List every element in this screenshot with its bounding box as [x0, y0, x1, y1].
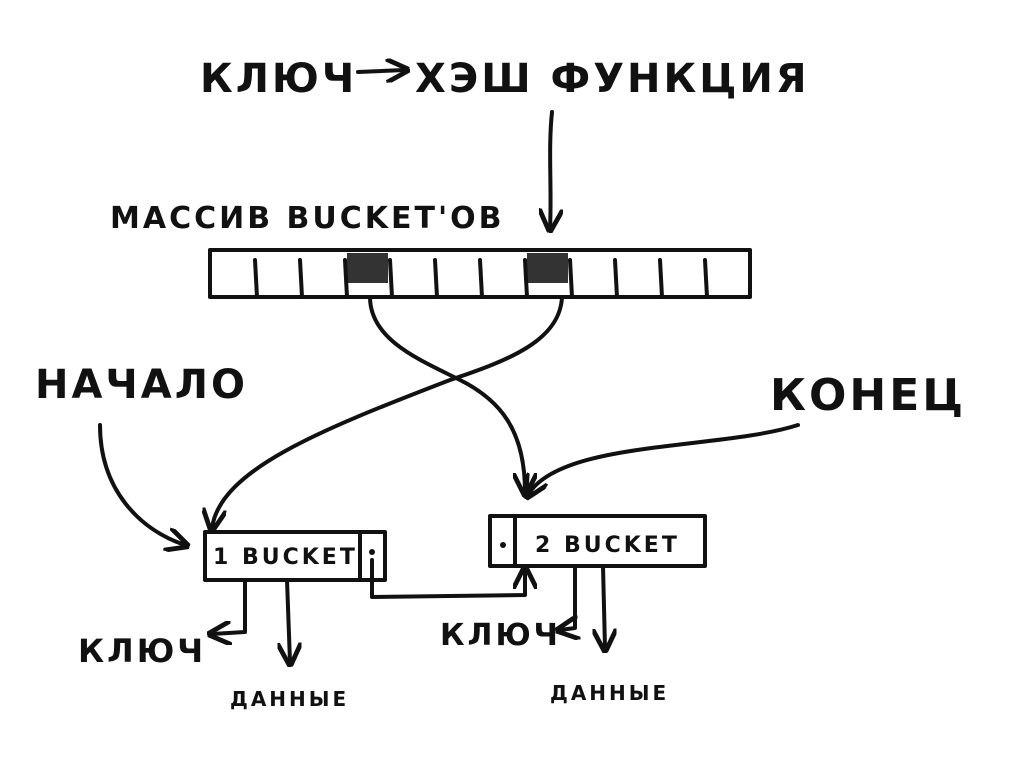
- bucket-cell-divider: [478, 258, 484, 299]
- start-arrow: [98, 423, 185, 545]
- end-arrow: [528, 423, 800, 495]
- prev-pointer-dot: [500, 542, 506, 548]
- bucket-cell-divider: [388, 258, 394, 299]
- bucket-1-label: 1 BUCKET: [213, 545, 358, 570]
- bucket-2-data-arrow: [603, 564, 605, 648]
- bucket-1-box: [203, 530, 387, 582]
- bucket-cell-divider: [298, 258, 304, 299]
- bucket-1-key-arrow: [212, 578, 247, 634]
- bucket-link-arrow: [370, 558, 525, 599]
- highlighted-bucket-cell: [347, 253, 388, 283]
- bucket-2-key-arrow: [560, 564, 575, 630]
- array-to-bucket1-link: [212, 295, 564, 528]
- bucket-cell-divider: [433, 258, 439, 299]
- bucket-cell-divider: [523, 258, 529, 299]
- bucket-cell-divider: [613, 258, 619, 299]
- bucket-cell-divider: [568, 258, 574, 299]
- next-pointer-dot: [369, 549, 375, 555]
- bucket-2-label: 2 BUCKET: [535, 533, 680, 558]
- bucket-2: 2 BUCKET: [488, 514, 707, 568]
- key-to-hash-arrow: [356, 70, 405, 72]
- start-label: НАЧАЛО: [35, 362, 248, 408]
- bucket-array-label: МАССИВ BUCKET'OB: [110, 201, 505, 236]
- hash-to-array-arrow: [550, 110, 552, 228]
- bucket-cell-divider: [658, 258, 664, 299]
- bucket-2-box: [488, 514, 707, 568]
- bucket-cell-divider: [253, 258, 259, 299]
- key-label-top: КЛЮЧ: [200, 56, 357, 102]
- bucket-1-data-label: ДАННЫЕ: [230, 687, 349, 711]
- bucket-cell-divider: [703, 258, 709, 299]
- array-to-bucket2-link: [368, 295, 525, 492]
- bucket-2-data-label: ДАННЫЕ: [550, 681, 669, 705]
- bucket-1-data-arrow: [287, 578, 290, 662]
- bucket-1-key-label: КЛЮЧ: [78, 632, 206, 670]
- hash-function-label: ХЭШ ФУНКЦИЯ: [415, 56, 810, 102]
- highlighted-bucket-cell: [527, 253, 568, 283]
- bucket-array: [208, 248, 752, 299]
- bucket-1: 1 BUCKET: [203, 530, 387, 582]
- end-label: КОНЕЦ: [770, 370, 966, 421]
- bucket-cell-divider: [343, 258, 349, 299]
- bucket-2-key-label: КЛЮЧ: [440, 618, 561, 653]
